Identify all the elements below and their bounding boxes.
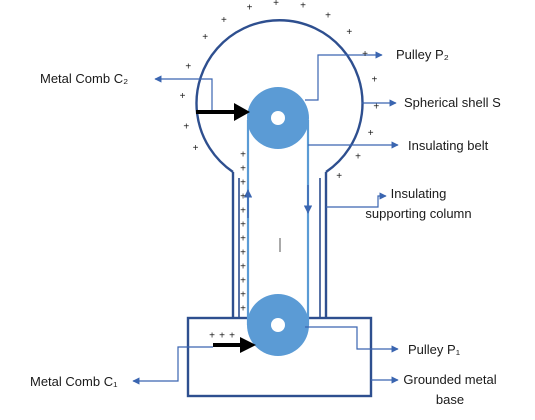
leader-pulley-p2	[305, 51, 383, 101]
charge-plus: +	[240, 262, 246, 273]
charge-plus: +	[273, 0, 279, 9]
charge-plus: +	[240, 304, 246, 315]
charge-plus: +	[240, 164, 246, 175]
label-metal-comb-c2: Metal Comb C₂	[40, 71, 129, 86]
label-spherical-shell: Spherical shell S	[404, 95, 501, 110]
charge-plus: +	[325, 11, 331, 22]
charge-plus: +	[371, 74, 377, 85]
charge-plus: +	[368, 128, 374, 139]
charge-plus: +	[183, 121, 189, 132]
charge-plus: +	[180, 91, 186, 102]
charge-plus: +	[240, 290, 246, 301]
charge-plus: +	[336, 171, 342, 182]
charge-plus: +	[193, 143, 199, 154]
charge-plus: +	[202, 32, 208, 43]
pulley-p2	[247, 87, 309, 149]
label-pulley-p1: Pulley P₁	[408, 342, 461, 357]
leader-metal-comb-c2	[154, 75, 213, 110]
charge-plus: +	[240, 178, 246, 189]
charge-plus: +	[373, 101, 379, 112]
charge-plus: +	[300, 1, 306, 12]
label-pulley-p2: Pulley P₂	[396, 47, 449, 62]
leader-supporting-column	[326, 192, 387, 208]
label-grounded-base-line1: Grounded metal	[403, 372, 497, 387]
charge-plus: +	[209, 331, 215, 342]
label-supporting-column-line2: supporting column	[365, 206, 472, 221]
spherical-shell	[195, 19, 364, 173]
label-grounded-base-line2: base	[435, 392, 465, 407]
charge-plus: +	[229, 331, 235, 342]
charge-plus: +	[247, 2, 253, 13]
charge-plus: +	[221, 15, 227, 26]
charge-plus: +	[240, 206, 246, 217]
pulley-p1	[247, 294, 309, 356]
metal-comb-c2	[196, 103, 250, 121]
charge-plus: +	[362, 49, 368, 60]
charge-plus: +	[346, 27, 352, 38]
leader-metal-comb-c1	[132, 346, 213, 385]
label-grounded-base: Grounded metal base	[400, 372, 500, 408]
charge-plus: +	[185, 61, 191, 72]
charge-plus: +	[240, 192, 246, 203]
label-supporting-column-line1: Insulating	[390, 186, 447, 201]
charge-symbols: + + + + + + + + + + + + + + + + + + + + + + + + + + + + + + + +	[180, 0, 380, 342]
label-metal-comb-c1: Metal Comb C₁	[30, 374, 118, 389]
label-insulating-belt: Insulating belt	[408, 138, 489, 153]
leader-pulley-p1	[305, 326, 399, 353]
charge-plus: +	[240, 234, 246, 245]
charge-plus: +	[240, 248, 246, 259]
label-supporting-column: Insulating supporting column	[356, 186, 481, 222]
metal-comb-c1	[213, 337, 256, 353]
charge-plus: +	[219, 331, 225, 342]
charge-plus: +	[240, 276, 246, 287]
charge-plus: +	[240, 220, 246, 231]
charge-plus: +	[355, 152, 361, 163]
charge-plus: +	[240, 150, 246, 161]
